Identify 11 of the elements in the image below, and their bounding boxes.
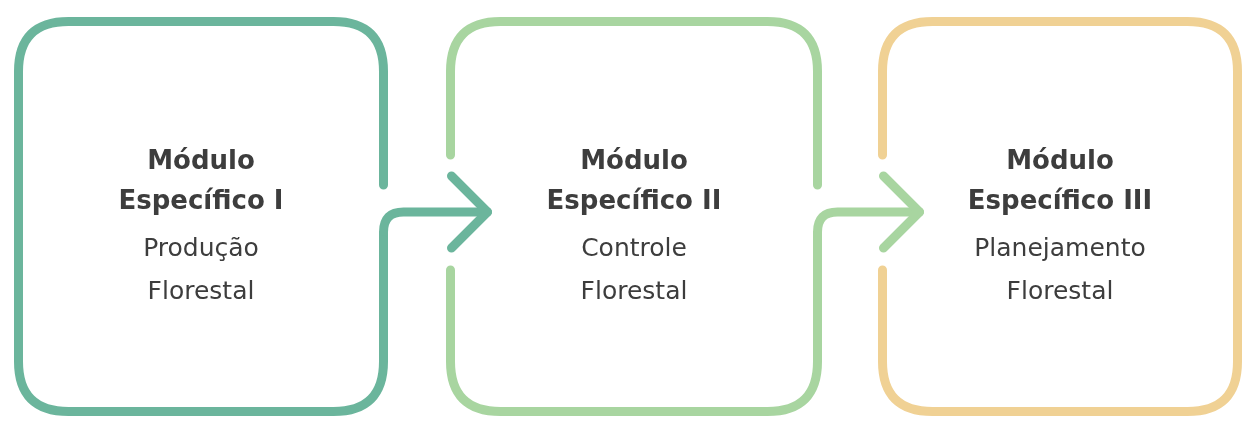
module-card (878, 17, 1242, 416)
module-description: Controle Florestal (579, 231, 689, 307)
module-title: Módulo Específico I (117, 143, 285, 217)
arrow (813, 171, 924, 253)
module-card (446, 17, 822, 416)
module-title: Módulo Específico III (966, 143, 1154, 217)
module-card (14, 17, 388, 416)
module-description: Produção Florestal (142, 231, 260, 307)
module-description: Planejamento Florestal (973, 231, 1147, 307)
module-title: Módulo Específico II (545, 143, 723, 217)
arrow (379, 171, 492, 253)
